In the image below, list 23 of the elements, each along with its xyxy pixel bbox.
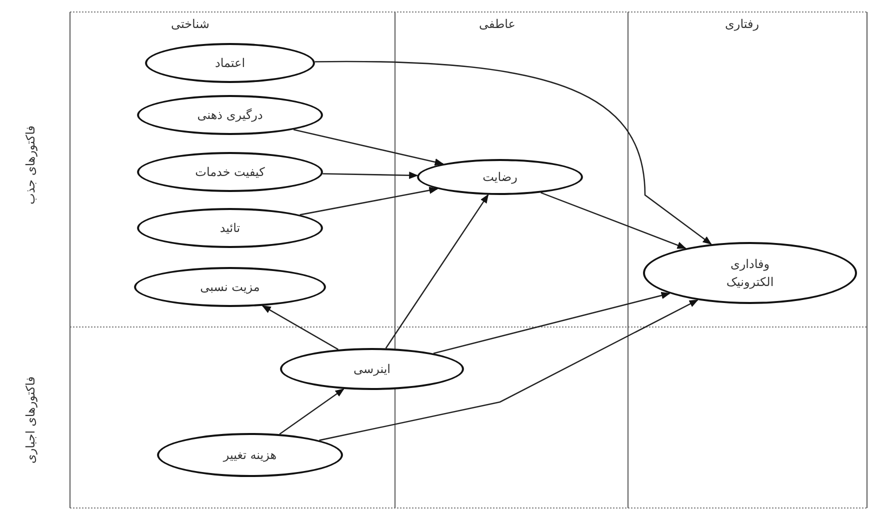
node-text: مزیت نسبی	[200, 279, 260, 296]
node-text: اعتماد	[214, 55, 246, 72]
node-text: وفاداری الکترونیک	[725, 256, 775, 291]
column-header: شناختی	[171, 17, 210, 31]
arrow	[300, 186, 438, 216]
node-text: کیفیت خدمات	[195, 164, 265, 181]
node-text: رضایت	[482, 169, 518, 186]
arrow	[433, 292, 670, 354]
arrow	[322, 172, 418, 179]
arrow	[293, 128, 444, 166]
node-text: هزینه تغییر	[223, 447, 277, 464]
column-header: عاطفی	[479, 17, 516, 31]
node-text: اینرسی	[354, 361, 390, 378]
arrow	[314, 61, 712, 245]
arrow	[262, 305, 338, 350]
node-text: تائید	[220, 220, 240, 237]
node-text: درگیری ذهنی	[197, 107, 263, 124]
row-label: فاکتورهای اجباری	[23, 376, 38, 464]
row-label: فاکتورهای جذب	[22, 126, 37, 204]
column-header: رفتاری	[725, 17, 759, 31]
arrow	[385, 194, 489, 349]
arrow	[279, 388, 344, 435]
arrow	[319, 299, 698, 441]
